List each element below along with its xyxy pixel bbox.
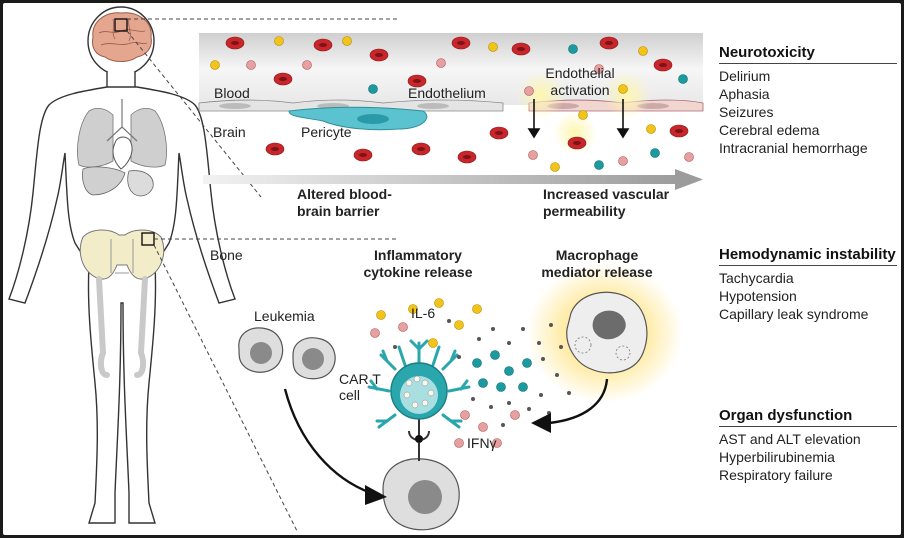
hemodynamic-list: Tachycardia Hypotension Capillary leak s… [719,269,868,323]
leukemia-label: Leukemia [254,308,315,324]
bone-label: Bone [210,247,243,263]
brain-zoom-box [114,18,128,32]
inflammatory-label: Inflammatory cytokine release [353,247,483,281]
neurotoxicity-list: Delirium Aphasia Seizures Cerebral edema… [719,67,868,157]
blood-label: Blood [214,85,250,101]
list-item: Capillary leak syndrome [719,306,869,322]
list-item: Cerebral edema [719,122,820,138]
endothelium-layer [198,99,704,112]
leak-arrows [527,99,630,139]
endothelial-activation-line-1: Endothelial [545,65,615,81]
brain-label: Brain [213,124,246,140]
stomach-icon [127,170,154,197]
femur-icon [96,276,148,378]
list-item: Hypotension [719,288,797,304]
bbb-line-2: brain barrier [297,203,380,219]
heart-icon [112,136,133,170]
lungs-icon [77,99,167,168]
ifng-label: IFNγ [467,435,497,451]
cytokines [370,298,571,448]
blood-particles [210,36,688,96]
permeability-label: Increased vascular permeability [543,186,669,220]
neurotoxicity-title: Neurotoxicity [719,44,815,61]
pelvis-icon [79,229,165,280]
list-item: Delirium [719,68,771,84]
brain-particles [265,110,694,172]
illustration [8,6,704,532]
il6-label: IL-6 [411,305,436,321]
flow-arrows [283,378,609,495]
list-item: AST and ALT elevation [719,431,861,447]
bbb-line-1: Altered blood- [297,186,392,202]
endothelial-activation-label: Endothelial activation [535,65,625,99]
macrophage-arrowhead [531,413,551,433]
endothelium-label: Endothelium [408,85,486,101]
macrophage-line-1: Macrophage [555,247,639,263]
leukemia-cells [238,327,336,380]
target-leukemia-cell [382,458,460,531]
perm-line-1: Increased vascular [543,186,670,202]
zoom-lines [126,18,399,532]
hemodynamic-title: Hemodynamic instability [719,246,896,263]
list-item: Intracranial hemorrhage [719,140,868,156]
organ-title: Organ dysfunction [719,407,853,424]
hemodynamic-rule [719,265,897,266]
endothelial-activation-line-2: activation [550,82,610,98]
inflammatory-line-1: Inflammatory [374,247,462,263]
organ-rule [719,426,897,427]
pericyte-label: Pericyte [301,124,352,140]
car-t-label: CAR T cell [339,371,381,403]
progression-arrow [203,169,703,190]
pericyte-nucleus [357,114,389,124]
figure: Blood Brain Endothelium Pericyte Endothe… [3,3,901,535]
macrophage-label: Macrophage mediator release [527,247,667,281]
liver-icon [82,166,126,196]
list-item: Hyperbilirubinemia [719,449,835,465]
bbb-label: Altered blood- brain barrier [297,186,392,220]
list-item: Tachycardia [719,270,794,286]
perm-line-2: permeability [543,203,626,219]
list-item: Respiratory failure [719,467,833,483]
brain-icon [92,12,152,62]
car-t-cell [367,339,471,429]
car-t-line-1: CAR T [339,371,381,387]
list-item: Seizures [719,104,774,120]
organ-list: AST and ALT elevation Hyperbilirubinemia… [719,430,861,484]
list-item: Aphasia [719,86,770,102]
inflammatory-line-2: cytokine release [363,264,473,280]
macrophage-nucleus [592,310,626,340]
leukemia-arrowhead [365,485,387,505]
car-t-line-2: cell [339,387,361,403]
macrophage-line-2: mediator release [541,264,653,280]
neurotoxicity-rule [719,63,897,64]
